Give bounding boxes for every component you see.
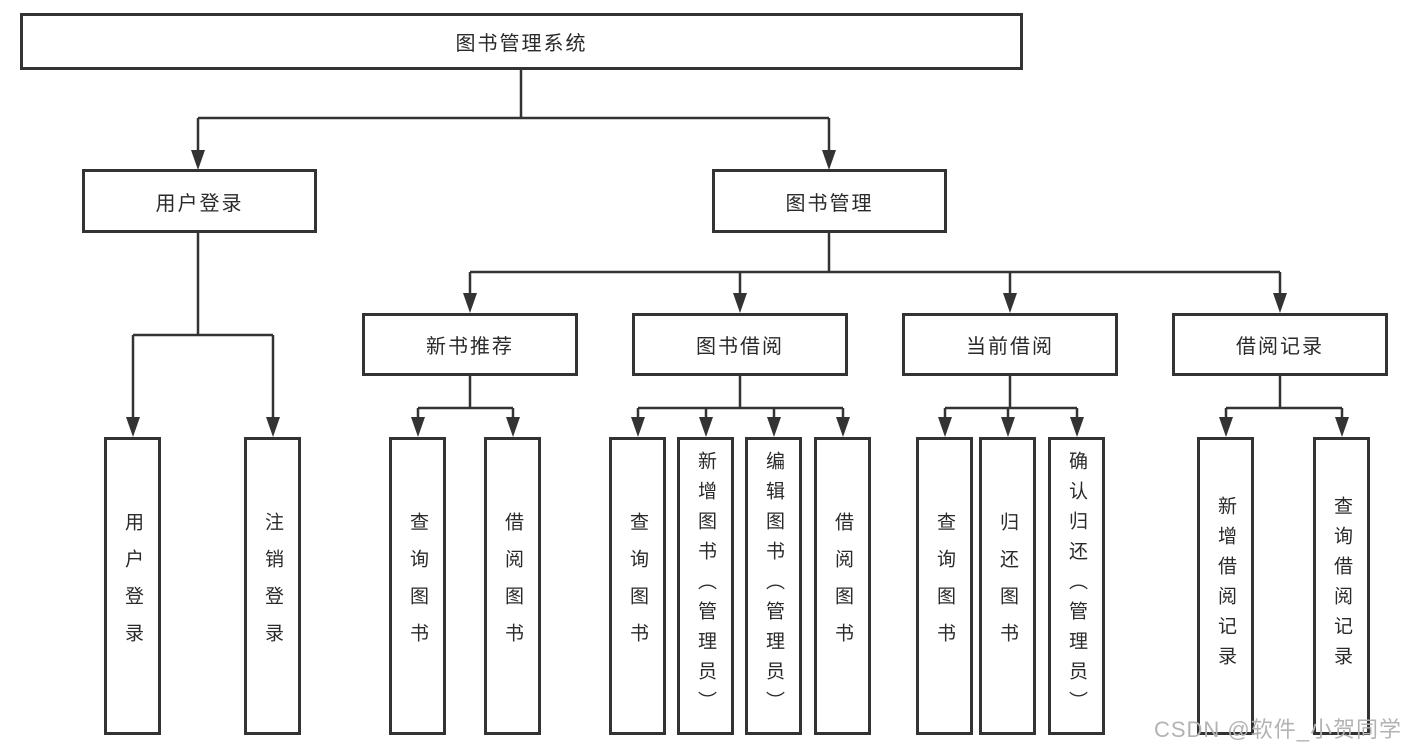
node-book-borrowing: 图书借阅	[632, 313, 848, 376]
leaf-borrow-query-books: 查询图书	[609, 437, 666, 735]
leaf-current-query-books: 查询图书	[916, 437, 973, 735]
leaf-return-books-label: 归还图书	[997, 512, 1018, 660]
node-user-login: 用户登录	[82, 169, 317, 233]
node-book-management: 图书管理	[712, 169, 947, 233]
leaf-add-borrow-record: 新增借阅记录	[1197, 437, 1254, 735]
node-user-login-label: 用户登录	[155, 192, 244, 215]
node-new-book-recommend-label: 新书推荐	[426, 336, 514, 358]
connector-arrowheads	[126, 150, 1349, 437]
leaf-borrow-books-label: 借阅图书	[832, 512, 853, 660]
leaf-confirm-return-admin: 确认归还（管理员）	[1048, 437, 1105, 735]
node-root-label: 图书管理系统	[455, 33, 588, 55]
leaf-borrow-books: 借阅图书	[814, 437, 871, 735]
leaf-add-books-admin-label: 新增图书（管理员）	[695, 451, 716, 721]
leaf-add-borrow-record-label: 新增借阅记录	[1215, 496, 1236, 676]
leaf-edit-books-admin-label: 编辑图书（管理员）	[763, 451, 784, 721]
leaf-query-borrow-record: 查询借阅记录	[1313, 437, 1370, 735]
node-current-borrowing-label: 当前借阅	[966, 336, 1054, 358]
node-new-book-recommend: 新书推荐	[362, 313, 578, 376]
leaf-logout: 注销登录	[244, 437, 301, 735]
leaf-user-login-label: 用户登录	[122, 512, 143, 660]
leaf-recommend-query-books: 查询图书	[389, 437, 446, 735]
leaf-logout-label: 注销登录	[262, 512, 283, 660]
leaf-confirm-return-admin-label: 确认归还（管理员）	[1066, 451, 1087, 721]
node-borrow-records-label: 借阅记录	[1236, 336, 1324, 358]
node-current-borrowing: 当前借阅	[902, 313, 1118, 376]
leaf-return-books: 归还图书	[979, 437, 1036, 735]
node-book-management-label: 图书管理	[785, 192, 874, 215]
leaf-query-borrow-record-label: 查询借阅记录	[1331, 496, 1352, 676]
leaf-recommend-borrow-books-label: 借阅图书	[502, 512, 523, 660]
node-borrow-records: 借阅记录	[1172, 313, 1388, 376]
leaf-recommend-borrow-books: 借阅图书	[484, 437, 541, 735]
leaf-current-query-books-label: 查询图书	[934, 512, 955, 660]
csdn-watermark: CSDN @软件_小贺同学	[1153, 717, 1402, 742]
leaf-recommend-query-books-label: 查询图书	[407, 512, 428, 660]
leaf-user-login: 用户登录	[104, 437, 161, 735]
leaf-borrow-query-books-label: 查询图书	[627, 512, 648, 660]
connector-strokes	[131, 70, 1344, 417]
leaf-add-books-admin: 新增图书（管理员）	[677, 437, 734, 735]
leaf-edit-books-admin: 编辑图书（管理员）	[745, 437, 802, 735]
node-root-system: 图书管理系统	[20, 13, 1023, 70]
node-book-borrowing-label: 图书借阅	[696, 336, 784, 358]
